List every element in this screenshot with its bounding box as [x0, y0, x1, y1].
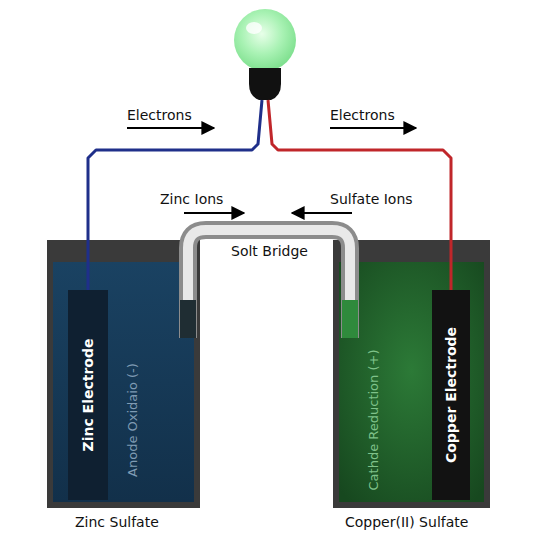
beaker: Cathde Reduction (+)Copper(II) SulfateCo…: [333, 240, 490, 508]
solution-name: Zinc Sulfate: [75, 514, 159, 530]
salt-bridge-label: Solt Bridge: [231, 243, 308, 259]
electron-flow-label: Electrons: [127, 107, 192, 123]
solution-name: Copper(II) Sulfate: [345, 514, 468, 530]
wire: [88, 100, 451, 290]
salt-bridge-tube: [188, 230, 350, 338]
electrode: Zinc Electrode: [68, 290, 108, 500]
zinc-sulfate-solution: [53, 262, 194, 502]
electron-flow-label: Electrons: [330, 107, 395, 123]
bulb-base: [249, 68, 281, 100]
electron-arrow: [127, 127, 214, 129]
copper-sulfate-solution: [339, 262, 484, 502]
salt-bridge-core: [188, 230, 350, 338]
sulfate-ion-arrow: [292, 212, 352, 214]
zinc-ion-arrow: [184, 212, 244, 214]
wire-anode: [88, 100, 262, 290]
salt-bridge-tip-right: [342, 300, 358, 338]
electrode-role: Anode Oxidaio (-): [125, 363, 140, 477]
beaker: Anode Oxidaio (-)Zinc SulfateZinc Electr…: [47, 240, 200, 508]
electrode-name: Copper Electrode: [443, 327, 459, 463]
wire-cathode: [268, 100, 451, 290]
ion-flow-label: Zinc Ions: [160, 191, 223, 207]
beaker-left: [47, 240, 200, 508]
electrode: Copper Electrode: [432, 290, 470, 500]
bulb-highlight: [246, 22, 262, 34]
electrode-name: Zinc Electrode: [80, 339, 96, 452]
bulb-glass: [234, 9, 296, 71]
electrode-role: Cathde Reduction (+): [366, 350, 381, 491]
salt-bridge-tip-left: [180, 300, 196, 338]
ion-flow-label: Sulfate Ions: [330, 191, 413, 207]
electron-arrow: [330, 127, 416, 129]
